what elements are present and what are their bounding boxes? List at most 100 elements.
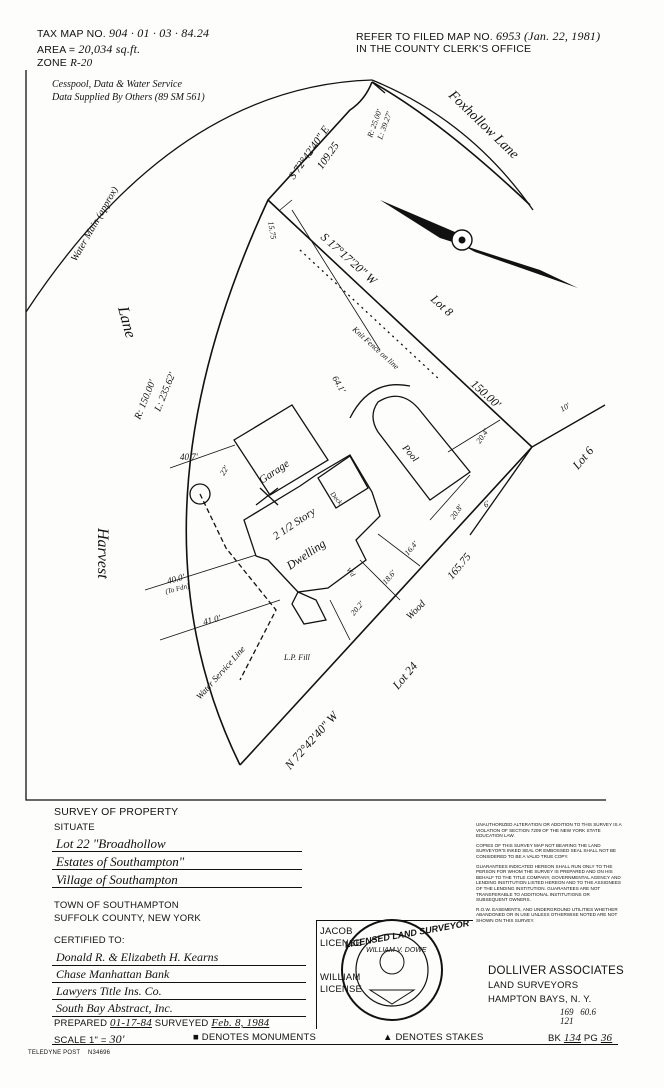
label-20-4: 20.4' [474, 427, 491, 445]
sheet-frame [25, 70, 606, 801]
surveyed-label: SURVEYED [154, 1018, 209, 1029]
label-dist-east: 150.00' [468, 377, 504, 411]
label-22: 22' [218, 464, 231, 477]
label-lane: Lane [114, 304, 139, 340]
area-value: 20,034 sq.ft. [78, 42, 141, 56]
label-16-4: 16.4' [403, 539, 420, 557]
certified-party-2: Chase Manhattan Bank [56, 967, 170, 981]
cert-rule-1 [52, 965, 306, 966]
label-lot-6: Lot 6 [569, 444, 596, 473]
dim-16-4 [377, 533, 421, 567]
zone-label: ZONE [37, 57, 67, 69]
tax-map-line: TAX MAP NO. 904 · 01 · 03 · 84.24 [37, 26, 209, 41]
fine-print-4: R.O.W. easements, and underground utilit… [476, 906, 618, 923]
survey-title: SURVEY OF PROPERTY [54, 806, 179, 818]
scale-label: SCALE 1" = [54, 1035, 107, 1046]
harvest-lane-outer-edge [25, 79, 373, 313]
dim-18-6 [359, 559, 401, 601]
label-6: 6' [482, 499, 492, 510]
label-fence-note: Knit Fence on line [350, 324, 401, 371]
situate-label: SITUATE [54, 822, 95, 833]
licensee-william-license: LICENSE [320, 984, 363, 995]
dim-20-8 [429, 474, 471, 521]
licensee-jacob: JACOB [320, 926, 353, 937]
town-label: TOWN OF SOUTHAMPTON [54, 900, 179, 911]
label-dist-south: 165.75 [445, 551, 474, 582]
bk-value: 134 [563, 1032, 582, 1044]
firm-type: LAND SURVEYORS [488, 980, 579, 991]
label-water-line: Water Service Line [194, 644, 247, 701]
dwelling-outline [243, 454, 381, 593]
utility-note-1: Cesspool, Data & Water Service [52, 79, 182, 90]
margin-note: 169 60.6 121 [560, 1007, 596, 1026]
boundary-south [239, 446, 533, 766]
label-lot-8: Lot 8 [427, 291, 456, 319]
fine-print-2: Copies of this survey map not bearing th… [476, 842, 617, 859]
label-20-8: 20.8' [448, 503, 465, 521]
label-garage: Garage [257, 458, 292, 487]
fine-print-3: Guarantees indicated hereon shall run on… [476, 863, 621, 903]
area-label: AREA = [37, 44, 76, 56]
label-course-east: S 17°17'20" W [318, 230, 380, 288]
stakes-legend: ▲ DENOTES STAKES [383, 1032, 484, 1043]
county-label: SUFFOLK COUNTY, NEW YORK [54, 913, 201, 924]
deck-outline [317, 455, 369, 509]
pg-label: PG [583, 1033, 599, 1044]
area-line: AREA = 20,034 sq.ft. [37, 42, 140, 57]
surveyed-value: Feb. 8, 1984 [211, 1017, 270, 1029]
label-dwelling-2: Dwelling [283, 536, 328, 573]
dim-41-0 [159, 599, 281, 641]
situate-line-1: Lot 22 "Broadhollow [56, 836, 166, 851]
refer-value: 6953 (Jan. 22, 1981) [495, 29, 601, 43]
situate-line-3: Village of Southampton [56, 872, 178, 887]
label-lp-fill: L.P. Fill [283, 653, 311, 662]
label-radius: R: 150.00' [132, 378, 158, 422]
dim-15-75 [279, 199, 293, 211]
cert-rule-4 [52, 1016, 306, 1017]
label-harvest: Harvest [94, 527, 111, 579]
dim-40-7 [169, 444, 236, 469]
garage-outline [233, 404, 329, 496]
licensee-jacob-license: LICENSE [320, 938, 363, 949]
dim-40-0 [144, 554, 257, 591]
cert-rule-2 [52, 982, 306, 983]
dim-20-4 [447, 419, 501, 453]
label-10: 10' [559, 401, 572, 414]
certified-party-4: South Bay Abstract, Inc. [56, 1001, 173, 1015]
label-41-0: 41.0' [202, 612, 223, 627]
situate-rule-3 [52, 887, 302, 888]
zone-value: R-20 [70, 57, 93, 69]
prepared-label: PREPARED [54, 1018, 108, 1029]
lot-line-extensions [469, 404, 606, 536]
stoop-outline [291, 591, 327, 625]
footer-teledyne: TELEDYNE POST [28, 1050, 81, 1056]
fence-line [299, 249, 441, 381]
situate-line-2: Estates of Southampton" [56, 854, 185, 869]
firm-name: DOLLIVER ASSOCIATES [488, 965, 624, 977]
refer-line: REFER TO FILED MAP NO. 6953 (Jan. 22, 19… [356, 29, 600, 44]
label-arc-length: L: 235.62' [152, 370, 178, 414]
label-dwelling-1: 2 1/2 Story [271, 505, 318, 542]
cert-rule-3 [52, 999, 306, 1000]
clerk-line: IN THE COUNTY CLERK'S OFFICE [356, 43, 532, 55]
label-40-0: 40.0' [166, 571, 187, 586]
dim-20-2 [329, 599, 351, 641]
bk-label: BK [548, 1033, 562, 1044]
certified-party-1: Donald R. & Elizabeth H. Kearns [56, 950, 219, 964]
fine-print: Unauthorized alteration or addition to t… [476, 822, 622, 928]
situate-rule-1 [52, 851, 302, 852]
pool-outline [372, 395, 471, 501]
north-arrow [380, 200, 578, 288]
certified-to-label: CERTIFIED TO: [54, 935, 125, 946]
prepared-value: 01-17-84 [110, 1017, 152, 1029]
label-15-75: 15.75 [266, 221, 278, 240]
tax-map-label: TAX MAP NO. [37, 28, 106, 40]
label-lot-24: Lot 24 [389, 659, 420, 693]
zone-line: ZONE R-20 [37, 57, 92, 69]
certified-party-3: Lawyers Title Ins. Co. [56, 984, 162, 998]
label-18-6: 18.6' [381, 568, 398, 586]
refer-label: REFER TO FILED MAP NO. [356, 31, 493, 43]
garage-cross [255, 487, 279, 506]
